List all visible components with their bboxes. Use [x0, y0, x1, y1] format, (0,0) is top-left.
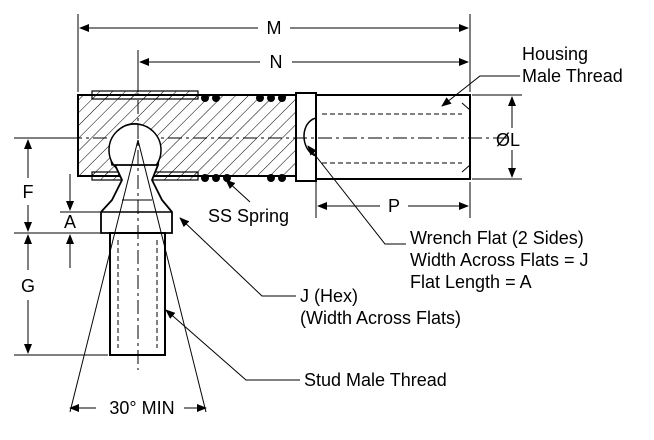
dim-g-label: G — [21, 276, 35, 296]
wrench-flat-line2: Width Across Flats = J — [410, 250, 589, 270]
dim-p-label: P — [388, 196, 400, 216]
housing-male-thread — [315, 94, 471, 180]
dim-a-label: A — [64, 212, 76, 232]
wrench-flat — [295, 92, 317, 182]
wrench-flat-line1: Wrench Flat (2 Sides) — [410, 228, 584, 248]
housing-label-line2: Male Thread — [522, 66, 623, 86]
dim-m-label: M — [267, 18, 282, 38]
dim-f-label: F — [23, 182, 34, 202]
housing-body — [77, 90, 297, 181]
ss-spring-label: SS Spring — [208, 206, 289, 226]
dim-n-label: N — [270, 52, 283, 72]
stud-thread-label: Stud Male Thread — [304, 370, 447, 390]
hex-label-line1: J (Hex) — [300, 286, 358, 306]
wrench-flat-line3: Flat Length = A — [410, 272, 532, 292]
ss-spring-coils — [201, 94, 286, 182]
housing-label-line1: Housing — [522, 44, 588, 64]
dim-l-label: ØL — [496, 130, 520, 150]
angle-label: 30° MIN — [109, 398, 174, 418]
hex-label-line2: (Width Across Flats) — [300, 308, 461, 328]
